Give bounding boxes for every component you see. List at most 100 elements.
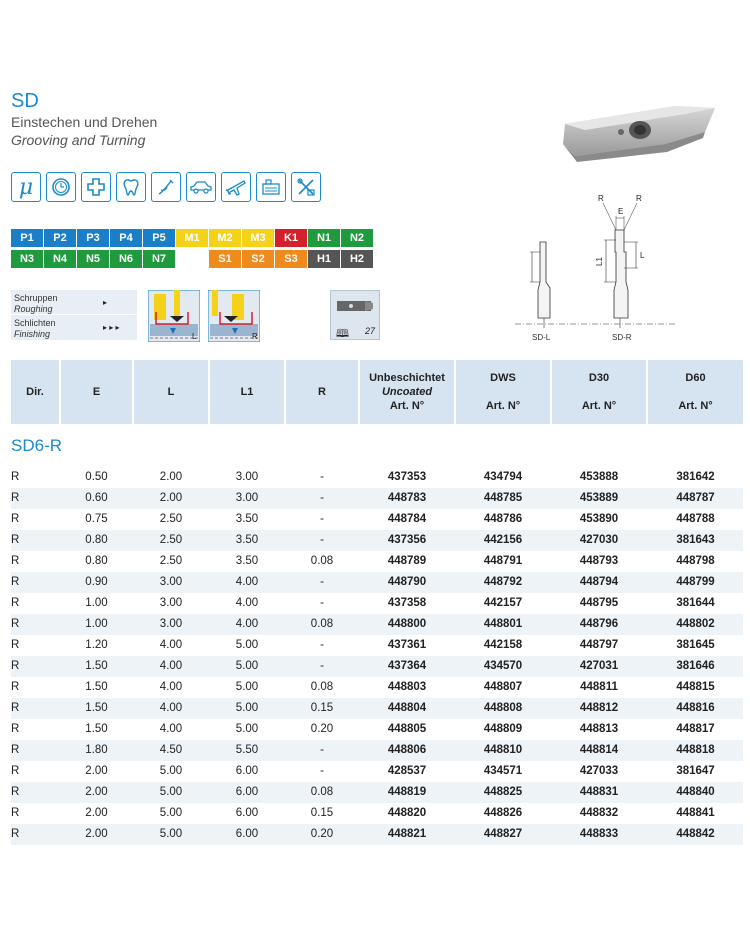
cell-e: 1.00 bbox=[85, 597, 108, 609]
cell-e: 0.80 bbox=[85, 534, 108, 546]
cell-art-uncoated: 437358 bbox=[387, 597, 427, 609]
cell-dir: R bbox=[11, 576, 20, 588]
material-chip-n1: N1 bbox=[308, 229, 340, 247]
cell-e: 1.50 bbox=[85, 681, 108, 693]
cell-l: 2.50 bbox=[159, 513, 183, 525]
cell-art-dws: 448810 bbox=[483, 744, 523, 756]
cell-l: 4.00 bbox=[159, 639, 183, 651]
catalog-reference[interactable]: 🕮 27 bbox=[330, 290, 380, 340]
cell-art-dws: 448826 bbox=[483, 807, 523, 819]
car-icon bbox=[186, 172, 216, 202]
cell-r: - bbox=[320, 765, 324, 777]
cell-l1: 3.00 bbox=[235, 492, 259, 504]
cell-r: - bbox=[320, 513, 324, 525]
cell-art-d30: 453889 bbox=[579, 492, 619, 504]
cell-r: 0.08 bbox=[310, 681, 334, 693]
cell-dir: R bbox=[11, 765, 20, 777]
cell-art-dws: 448792 bbox=[483, 576, 523, 588]
cell-l1: 4.00 bbox=[235, 618, 259, 630]
cell-dir: R bbox=[11, 660, 20, 672]
cell-art-d30: 448832 bbox=[579, 807, 619, 819]
cell-r: - bbox=[320, 744, 324, 756]
cell-l1: 5.00 bbox=[235, 660, 259, 672]
cell-l: 2.50 bbox=[159, 555, 183, 567]
insert-thumbnail-icon bbox=[337, 301, 373, 311]
cell-l1: 5.00 bbox=[235, 723, 259, 735]
cell-art-d60: 381646 bbox=[676, 660, 715, 672]
material-chip-m1: M1 bbox=[176, 229, 208, 247]
cell-art-uncoated: 448784 bbox=[387, 513, 427, 525]
cell-art-d60: 448802 bbox=[676, 618, 715, 630]
cell-r: 0.20 bbox=[310, 723, 334, 735]
cell-r: - bbox=[320, 471, 324, 483]
cell-r: - bbox=[320, 534, 324, 546]
cell-art-d60: 448787 bbox=[676, 492, 715, 504]
cell-l1: 6.00 bbox=[235, 786, 259, 798]
cell-dir: R bbox=[11, 786, 20, 798]
header-d60: D60 Art. N° bbox=[678, 372, 713, 412]
cell-art-uncoated: 448803 bbox=[387, 681, 427, 693]
cell-l1: 5.50 bbox=[235, 744, 259, 756]
cell-r: 0.15 bbox=[310, 702, 334, 714]
cell-l1: 4.00 bbox=[235, 597, 259, 609]
cell-art-d30: 448831 bbox=[579, 786, 619, 798]
jewelry-icon bbox=[151, 172, 181, 202]
section-title: SD6-R bbox=[11, 436, 63, 455]
cell-e: 2.00 bbox=[85, 765, 108, 777]
cell-art-uncoated: 448806 bbox=[387, 744, 427, 756]
cell-l: 5.00 bbox=[159, 786, 183, 798]
cell-art-d30: 448814 bbox=[579, 744, 619, 756]
cell-l1: 3.50 bbox=[235, 534, 259, 546]
cell-e: 1.50 bbox=[85, 702, 108, 714]
cell-dir: R bbox=[11, 618, 20, 630]
cell-art-d30: 448833 bbox=[579, 828, 619, 840]
material-chip-n2: N2 bbox=[341, 229, 373, 247]
cell-dir: R bbox=[11, 828, 20, 840]
sd-r-caption: SD-R bbox=[612, 333, 632, 342]
header-l1: L1 bbox=[240, 386, 254, 398]
cell-art-uncoated: 437364 bbox=[387, 660, 427, 672]
cell-r: 0.15 bbox=[310, 807, 334, 819]
material-chip-p3: P3 bbox=[77, 229, 109, 247]
left-hand-machining-diagram: L bbox=[148, 290, 200, 342]
cell-art-dws: 448791 bbox=[483, 555, 523, 567]
cell-art-dws: 434794 bbox=[483, 471, 523, 483]
radius-right-label: R bbox=[636, 194, 642, 203]
cell-dir: R bbox=[11, 744, 20, 756]
cell-l: 5.00 bbox=[159, 828, 183, 840]
cell-art-d30: 448796 bbox=[579, 618, 619, 630]
cell-l: 5.00 bbox=[159, 807, 183, 819]
material-chip-p1: P1 bbox=[11, 229, 43, 247]
cell-art-uncoated: 448789 bbox=[387, 555, 427, 567]
cell-l: 3.00 bbox=[159, 597, 183, 609]
cell-dir: R bbox=[11, 807, 20, 819]
material-chip-n3: N3 bbox=[11, 250, 43, 268]
width-e-label: E bbox=[618, 207, 623, 216]
airplane-icon bbox=[221, 172, 251, 202]
insert-product-image bbox=[563, 106, 715, 162]
cell-e: 2.00 bbox=[85, 807, 108, 819]
reference-page: 27 bbox=[365, 326, 376, 336]
cell-r: - bbox=[320, 660, 324, 672]
header-r: R bbox=[318, 386, 326, 398]
cell-art-d60: 448798 bbox=[676, 555, 715, 567]
cell-dir: R bbox=[11, 597, 20, 609]
cell-r: - bbox=[320, 576, 324, 588]
cell-art-d60: 448799 bbox=[676, 576, 715, 588]
radius-left-label: R bbox=[598, 194, 604, 203]
cell-l1: 6.00 bbox=[235, 807, 259, 819]
cell-art-d30: 453890 bbox=[579, 513, 619, 525]
cell-l1: 3.50 bbox=[235, 555, 259, 567]
cell-e: 0.90 bbox=[85, 576, 108, 588]
cell-art-d30: 448794 bbox=[579, 576, 619, 588]
